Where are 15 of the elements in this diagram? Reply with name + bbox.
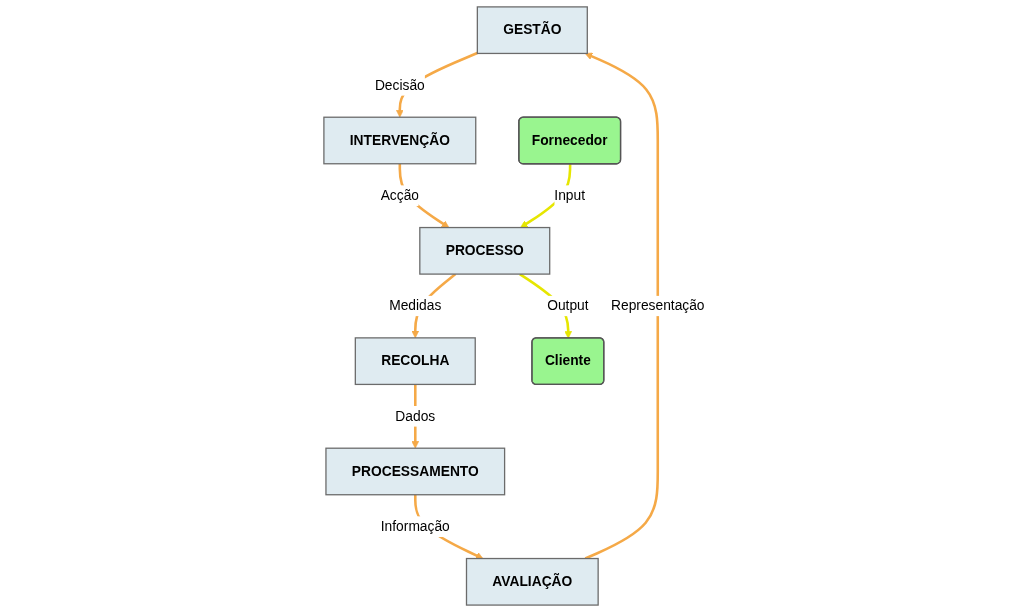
edge-label: Decisão: [374, 77, 425, 93]
node-box: AVALIAÇÃO: [465, 557, 599, 606]
edge-label: Representação: [610, 298, 705, 313]
edge-label: Acção: [380, 187, 419, 203]
edge-label: Medidas: [389, 298, 442, 313]
node-box: INTERVENÇÃO: [323, 116, 477, 165]
edge-label: Dados: [395, 408, 435, 424]
node-box: GESTÃO: [476, 6, 588, 55]
edge-label: Output: [546, 298, 589, 313]
edge-label: Input: [554, 187, 585, 203]
node-box: RECOLHA: [354, 337, 476, 386]
node-box: PROCESSAMENTO: [325, 447, 506, 496]
arrow: [584, 52, 659, 560]
node-box: PROCESSO: [418, 226, 551, 275]
edge-label: Informação: [380, 518, 450, 534]
